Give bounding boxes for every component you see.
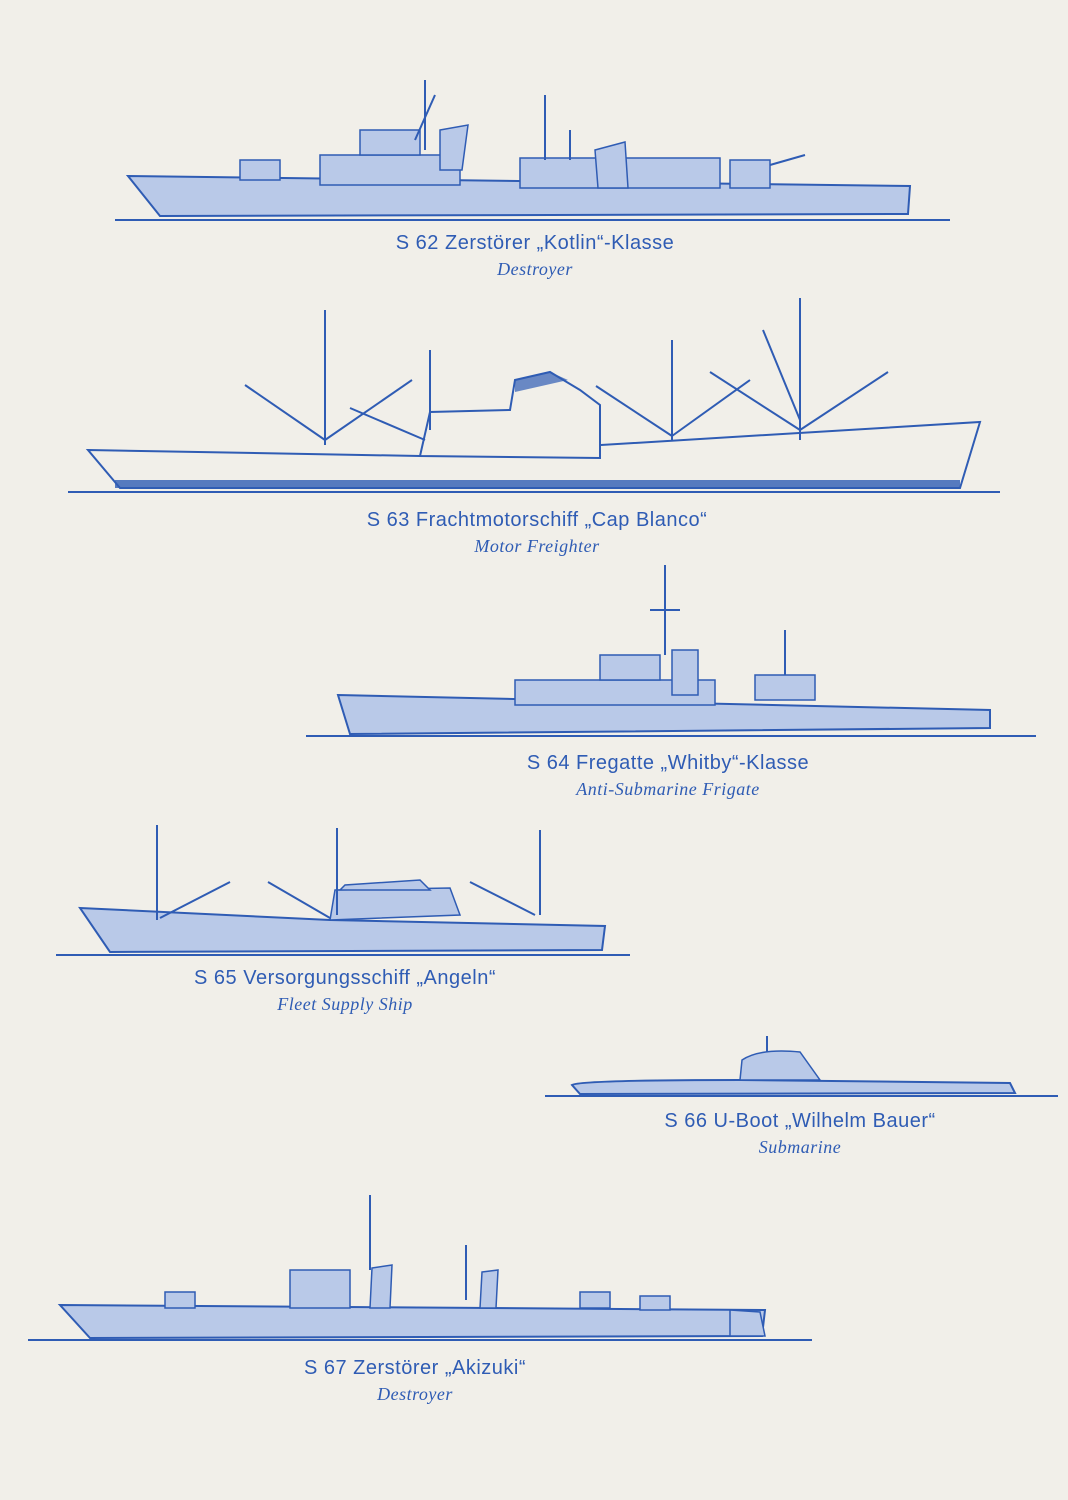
caption-title: S 62 Zerstörer „Kotlin“-Klasse: [395, 232, 675, 254]
destroyer-akizuki-illustration: [28, 1195, 812, 1341]
caption-subtitle: Anti-Submarine Frigate: [576, 779, 760, 799]
ship-caption-s67: S 67 Zerstörer „Akizuki“ Destroyer: [115, 1357, 715, 1405]
caption-subtitle: Fleet Supply Ship: [277, 994, 413, 1014]
freighter-cap-blanco-illustration: [68, 298, 1000, 493]
ship-caption-s66: S 66 U-Boot „Wilhelm Bauer“ Submarine: [500, 1110, 1068, 1158]
destroyer-kotlin-illustration: [115, 80, 950, 221]
ship-caption-s62: S 62 Zerstörer „Kotlin“-Klasse Destroyer: [235, 232, 835, 280]
caption-subtitle: Destroyer: [377, 1384, 453, 1404]
caption-title: S 63 Frachtmotorschiff „Cap Blanco“: [366, 509, 708, 531]
caption-title: S 64 Fregatte „Whitby“-Klasse: [526, 752, 810, 774]
ship-caption-s64: S 64 Fregatte „Whitby“-Klasse Anti-Subma…: [368, 752, 968, 800]
caption-title: S 66 U-Boot „Wilhelm Bauer“: [664, 1110, 936, 1132]
caption-subtitle: Submarine: [758, 1137, 842, 1157]
ship-caption-s63: S 63 Frachtmotorschiff „Cap Blanco“ Moto…: [237, 509, 837, 557]
caption-title: S 67 Zerstörer „Akizuki“: [303, 1357, 527, 1379]
caption-subtitle: Destroyer: [497, 259, 573, 279]
caption-title: S 65 Versorgungsschiff „Angeln“: [194, 967, 496, 989]
submarine-wilhelm-bauer-illustration: [545, 1036, 1058, 1097]
ship-caption-s65: S 65 Versorgungsschiff „Angeln“ Fleet Su…: [45, 967, 645, 1015]
caption-subtitle: Motor Freighter: [474, 536, 600, 556]
supply-ship-angeln-illustration: [56, 825, 630, 956]
frigate-whitby-illustration: [306, 565, 1036, 737]
